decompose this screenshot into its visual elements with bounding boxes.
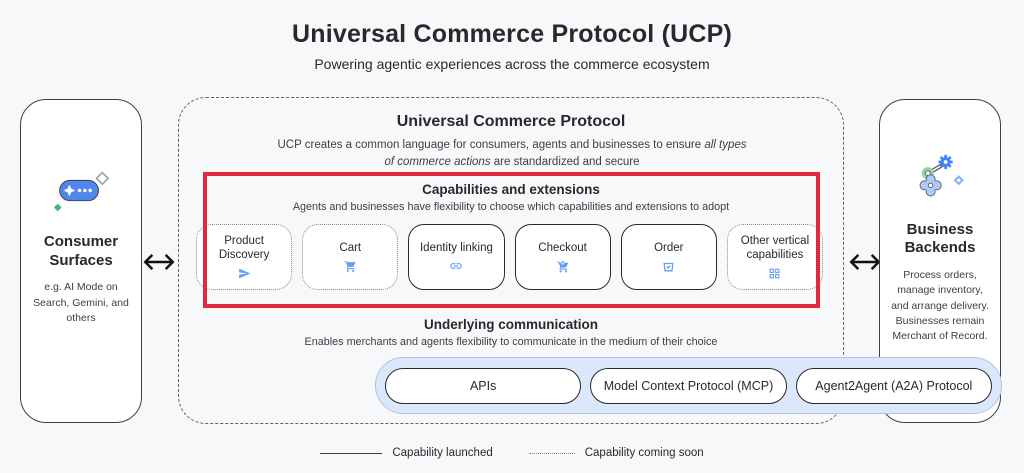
capabilities-title: Capabilities and extensions	[422, 182, 600, 197]
card-order: Order	[620, 224, 717, 290]
ai-chat-pill-icon	[50, 168, 112, 219]
send-icon	[238, 266, 251, 280]
communication-pill-container: APIs Model Context Protocol (MCP) Agent2…	[375, 357, 1002, 414]
ucp-description-prefix: UCP creates a common language for consum…	[277, 139, 705, 151]
consumer-surfaces-caption: e.g. AI Mode on Search, Gemini, and othe…	[33, 281, 129, 324]
dotted-line-swatch	[528, 452, 575, 454]
card-product-discovery: Product Discovery	[196, 224, 293, 290]
legend-item-launched: Capability launched	[320, 447, 493, 459]
order-check-icon	[662, 259, 675, 273]
ucp-title: Universal Commerce Protocol	[396, 113, 626, 130]
ucp-description: UCP creates a common language for consum…	[272, 137, 752, 172]
grid-icon	[768, 266, 781, 280]
consumer-surfaces-box: Consumer Surfaces e.g. AI Mode on Search…	[20, 99, 142, 423]
ucp-description-italic: all types of commerce actions	[384, 139, 747, 169]
card-identity-linking: Identity linking	[408, 224, 505, 290]
card-label: Checkout	[538, 241, 587, 254]
legend-label: Capability launched	[392, 447, 493, 459]
solid-line-swatch	[320, 452, 383, 454]
cart-icon	[344, 259, 357, 273]
business-backends-caption: Process orders, manage inventory, and ar…	[891, 269, 989, 343]
page-title: Universal Commerce Protocol (UCP)	[291, 20, 733, 48]
card-label: Other vertical capabilities	[740, 234, 810, 261]
capability-cards-row: Product Discovery Cart Identity linking …	[196, 224, 824, 290]
link-icon	[449, 259, 463, 273]
capabilities-subtitle: Agents and businesses have flexibility t…	[292, 201, 730, 213]
page-header: Universal Commerce Protocol (UCP) Poweri…	[0, 20, 1024, 72]
card-label: Identity linking	[419, 241, 493, 254]
legend: Capability launched Capability coming so…	[0, 447, 1024, 459]
legend-label: Capability coming soon	[584, 447, 704, 459]
page-subtitle: Powering agentic experiences across the …	[314, 56, 710, 72]
ucp-description-suffix: are standardized and secure	[490, 156, 640, 169]
card-other-vertical-capabilities: Other vertical capabilities	[726, 224, 824, 290]
card-label: Order	[654, 241, 684, 254]
legend-item-coming-soon: Capability coming soon	[528, 447, 704, 459]
cart-checkout-icon	[556, 259, 569, 273]
gears-icon	[910, 150, 970, 207]
card-label: Product Discovery	[218, 234, 270, 261]
card-cart: Cart	[302, 224, 399, 290]
left-double-arrow-icon	[143, 254, 175, 270]
right-double-arrow-icon	[849, 254, 881, 270]
communication-title: Underlying communication	[423, 317, 599, 332]
card-label: Cart	[339, 241, 362, 254]
card-checkout: Checkout	[514, 224, 611, 290]
business-backends-title: Business Backends	[904, 220, 976, 257]
pill-apis: APIs	[385, 367, 582, 404]
pill-mcp: Model Context Protocol (MCP)	[590, 367, 787, 404]
consumer-surfaces-title: Consumer Surfaces	[43, 232, 119, 269]
communication-subtitle: Enables merchants and agents flexibility…	[304, 336, 718, 348]
ucp-box: Universal Commerce Protocol UCP creates …	[178, 97, 1002, 424]
pill-a2a: Agent2Agent (A2A) Protocol	[795, 367, 992, 404]
